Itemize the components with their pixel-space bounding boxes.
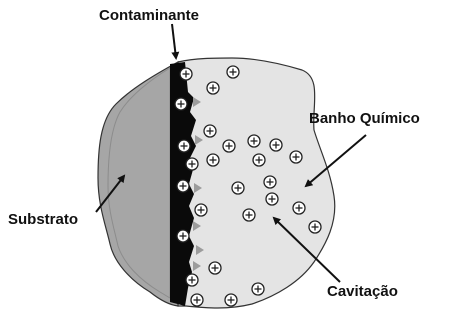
plus-circle-icon (223, 140, 235, 152)
label-cavitacao: Cavitação (327, 284, 398, 299)
plus-circle-icon (293, 202, 305, 214)
label-banho-quimico: Banho Químico (309, 111, 420, 126)
label-contaminante: Contaminante (99, 8, 199, 23)
plus-circle-icon (290, 151, 302, 163)
plus-circle-icon (253, 154, 265, 166)
plus-circle-icon (195, 204, 207, 216)
plus-circle-icon (180, 68, 192, 80)
plus-circle-icon (207, 82, 219, 94)
plus-circle-icon (252, 283, 264, 295)
plus-circle-icon (266, 193, 278, 205)
plus-circle-icon (186, 274, 198, 286)
plus-circle-icon (264, 176, 276, 188)
plus-circle-icon (209, 262, 221, 274)
plus-circle-icon (178, 140, 190, 152)
contaminante-arrow (172, 24, 176, 58)
plus-circle-icon (175, 98, 187, 110)
plus-circle-icon (270, 139, 282, 151)
label-substrato: Substrato (8, 212, 78, 227)
plus-circle-icon (186, 158, 198, 170)
chemical-bath-region (178, 58, 335, 308)
plus-circle-icon (177, 180, 189, 192)
plus-circle-icon (204, 125, 216, 137)
plus-circle-icon (207, 154, 219, 166)
plus-circle-icon (309, 221, 321, 233)
plus-circle-icon (177, 230, 189, 242)
plus-circle-icon (232, 182, 244, 194)
plus-circle-icon (225, 294, 237, 306)
substrate-region (98, 62, 178, 306)
plus-circle-icon (227, 66, 239, 78)
plus-circle-icon (248, 135, 260, 147)
plus-circle-icon (243, 209, 255, 221)
plus-circle-icon (191, 294, 203, 306)
